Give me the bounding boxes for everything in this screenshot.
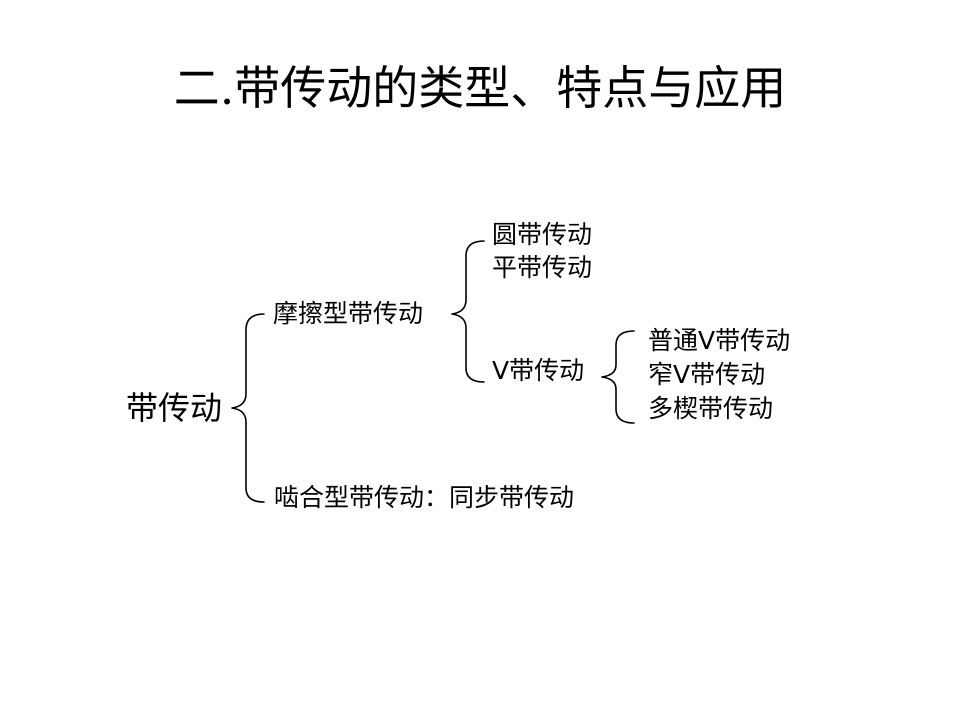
brace-root: [231, 313, 265, 503]
slide-title: 二.带传动的类型、特点与应用: [173, 61, 787, 115]
node-narrow-v-belt-drive: 窄V带传动: [648, 360, 766, 389]
node-v-belt-drive: V带传动: [492, 356, 585, 385]
node-multi-wedge-belt-drive: 多楔带传动: [648, 394, 774, 423]
node-meshing-belt-drive: 啮合型带传动：同步带传动: [274, 483, 575, 512]
node-friction-belt-drive: 摩擦型带传动: [273, 299, 424, 328]
node-belt-drive: 带传动: [126, 389, 223, 427]
node-ordinary-v-belt-drive: 普通V带传动: [648, 326, 791, 355]
brace-friction: [451, 240, 485, 383]
node-round-belt-drive: 圆带传动: [492, 220, 593, 249]
brace-v-belt: [601, 330, 635, 424]
node-flat-belt-drive: 平带传动: [492, 253, 593, 282]
